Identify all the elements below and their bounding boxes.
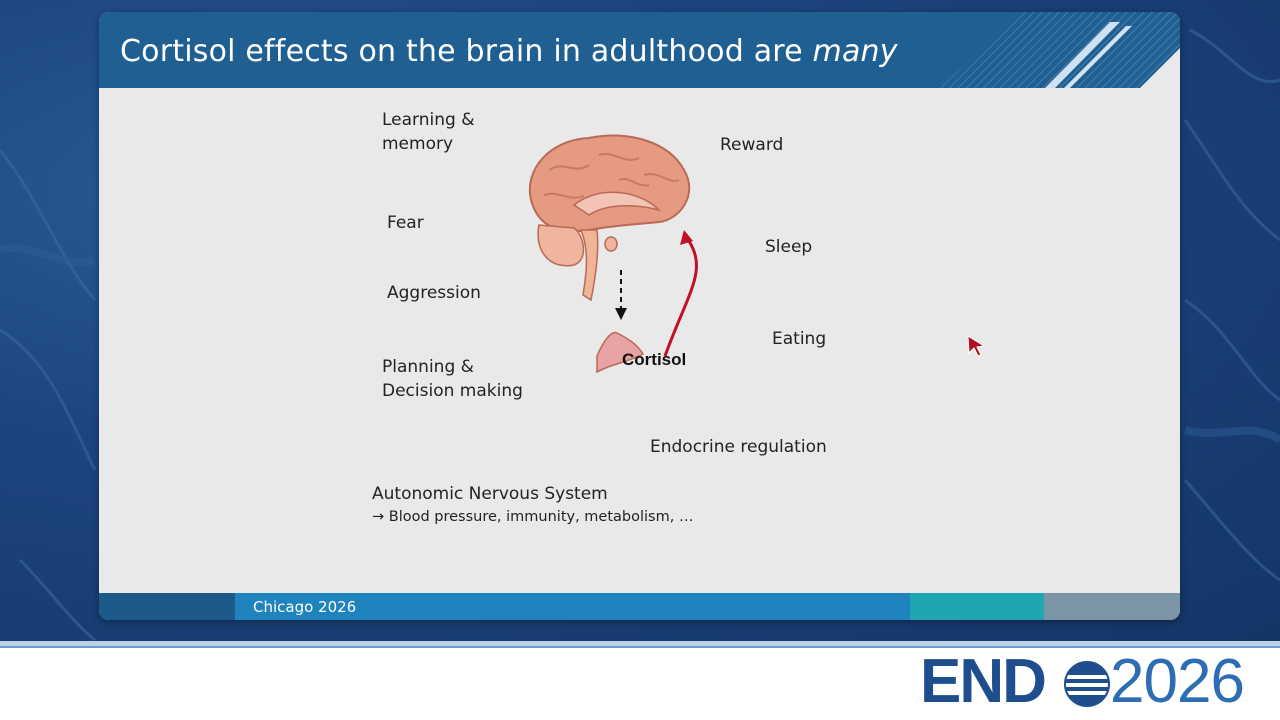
slide-title: Cortisol effects on the brain in adultho… — [120, 34, 898, 69]
label-planning: Planning & Decision making — [382, 355, 523, 403]
adrenal-gland-icon — [596, 331, 645, 374]
label-aggression: Aggression — [387, 283, 481, 303]
cortisol-label: Cortisol — [622, 350, 687, 369]
label-endocrine: Endocrine regulation — [650, 437, 827, 457]
globe-icon — [1061, 661, 1113, 707]
banner-accent-line — [0, 646, 1280, 648]
label-ans-sub: → Blood pressure, immunity, metabolism, … — [372, 509, 694, 525]
label-planning-line1: Planning & — [382, 357, 474, 377]
label-learning-line2: memory — [382, 134, 454, 154]
footer-segment-blue — [235, 593, 910, 620]
label-learning-line1: Learning & — [382, 110, 475, 130]
label-fear: Fear — [387, 213, 424, 233]
title-emphasis: many — [812, 34, 898, 69]
footer-bar — [99, 593, 1180, 620]
mouse-pointer-icon — [967, 335, 986, 357]
label-learning-memory: Learning & memory — [382, 108, 474, 156]
slide: Cortisol effects on the brain in adultho… — [99, 12, 1180, 620]
footer-segment-grey — [1044, 593, 1180, 620]
footer-segment-teal — [910, 593, 1044, 620]
red-feedback-arrow — [663, 237, 698, 357]
brain-illustration — [528, 134, 698, 374]
banner-top-line — [0, 641, 1280, 646]
title-text: Cortisol effects on the brain in adultho… — [120, 34, 813, 69]
label-reward: Reward — [720, 135, 784, 155]
label-eating: Eating — [772, 329, 827, 349]
label-ans: Autonomic Nervous System — [372, 484, 608, 504]
logo-year-text: 2026 — [1110, 647, 1245, 716]
footer-segment-dark — [99, 593, 235, 620]
title-band: Cortisol effects on the brain in adultho… — [99, 12, 1180, 88]
endo-2026-logo: END 2026 — [920, 651, 1270, 713]
label-planning-line2: Decision making — [382, 381, 523, 401]
logo-end-text: END — [920, 647, 1047, 716]
title-stripes-decoration — [940, 12, 1180, 88]
footer-location: Chicago 2026 — [253, 598, 357, 616]
label-sleep: Sleep — [765, 237, 813, 257]
neuron-background-art — [0, 28, 1280, 642]
